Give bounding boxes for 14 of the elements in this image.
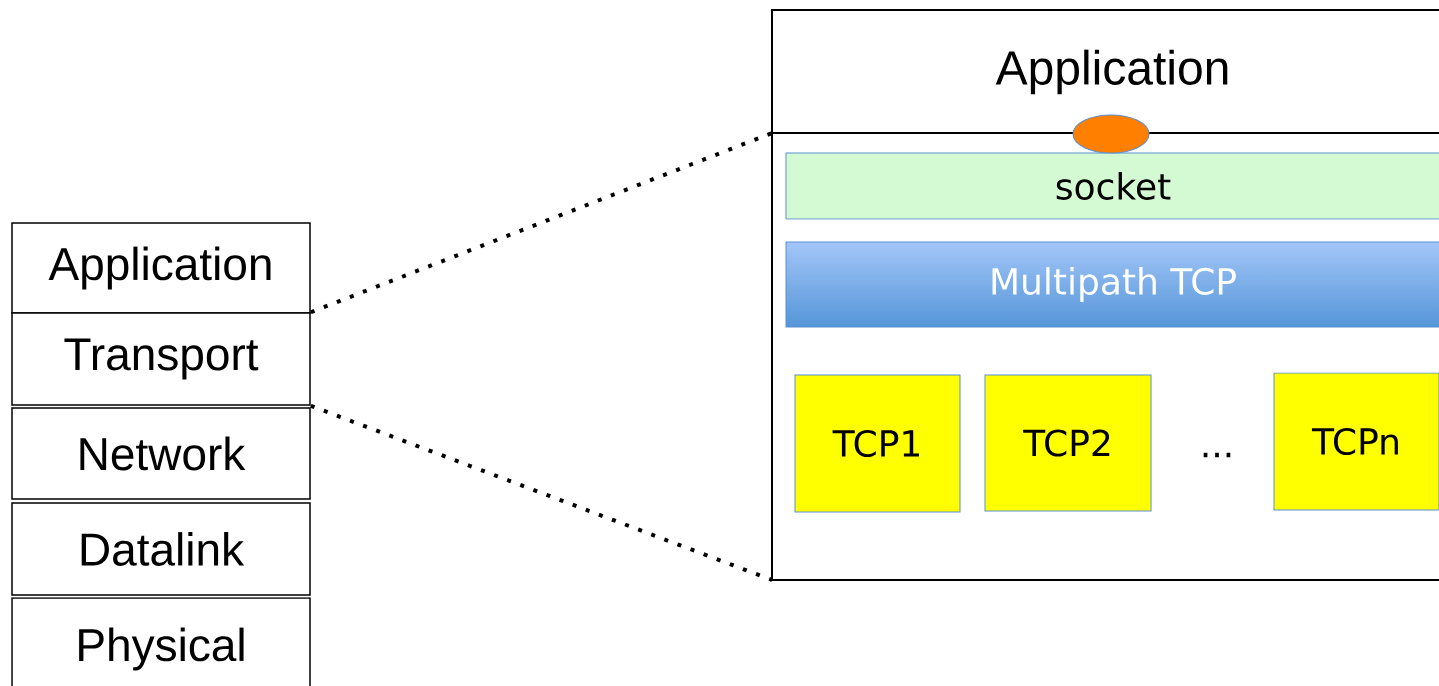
layer-box: Datalink bbox=[11, 502, 311, 596]
socket-bar: socket bbox=[785, 152, 1439, 220]
dotted-connector bbox=[310, 131, 773, 315]
ellipsis: ... bbox=[1203, 452, 1231, 458]
layer-box: Application bbox=[11, 222, 311, 314]
layer-box: Network bbox=[11, 407, 311, 500]
layer-box: Transport bbox=[11, 312, 311, 406]
subflow-box: TCP2 bbox=[984, 374, 1152, 512]
dotted-connector bbox=[310, 403, 773, 582]
subflow-box: TCPn bbox=[1273, 372, 1439, 511]
socket-marker bbox=[1072, 114, 1150, 154]
protocol-bar: Multipath TCP bbox=[785, 241, 1439, 328]
subflow-box: TCP1 bbox=[794, 374, 961, 513]
layer-box: Physical bbox=[11, 597, 311, 686]
